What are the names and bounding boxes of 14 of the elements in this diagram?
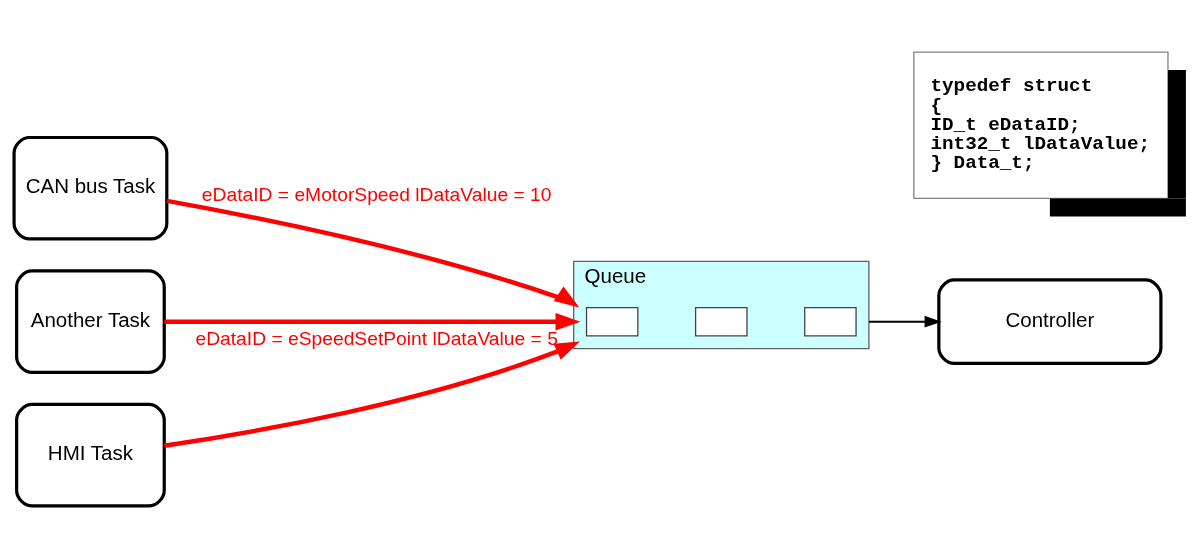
node-box [804, 306, 857, 337]
node-box: CAN bus Task [12, 135, 169, 241]
node-box: Another Task [15, 269, 166, 374]
node-box: Controller [937, 278, 1163, 365]
node-box [695, 306, 748, 337]
arrow [164, 341, 580, 448]
arrow [166, 198, 580, 308]
node-box [585, 306, 639, 337]
edge-label: eDataID = eMotorSpeed lDataValue = 10 [201, 184, 552, 206]
arrow [868, 315, 942, 328]
cluster: Queue [573, 260, 870, 350]
node-box: HMI Task [15, 402, 166, 508]
arrow [164, 312, 581, 331]
edge-label: eDataID = eSpeedSetPoint lDataValue = 5 [195, 327, 558, 349]
